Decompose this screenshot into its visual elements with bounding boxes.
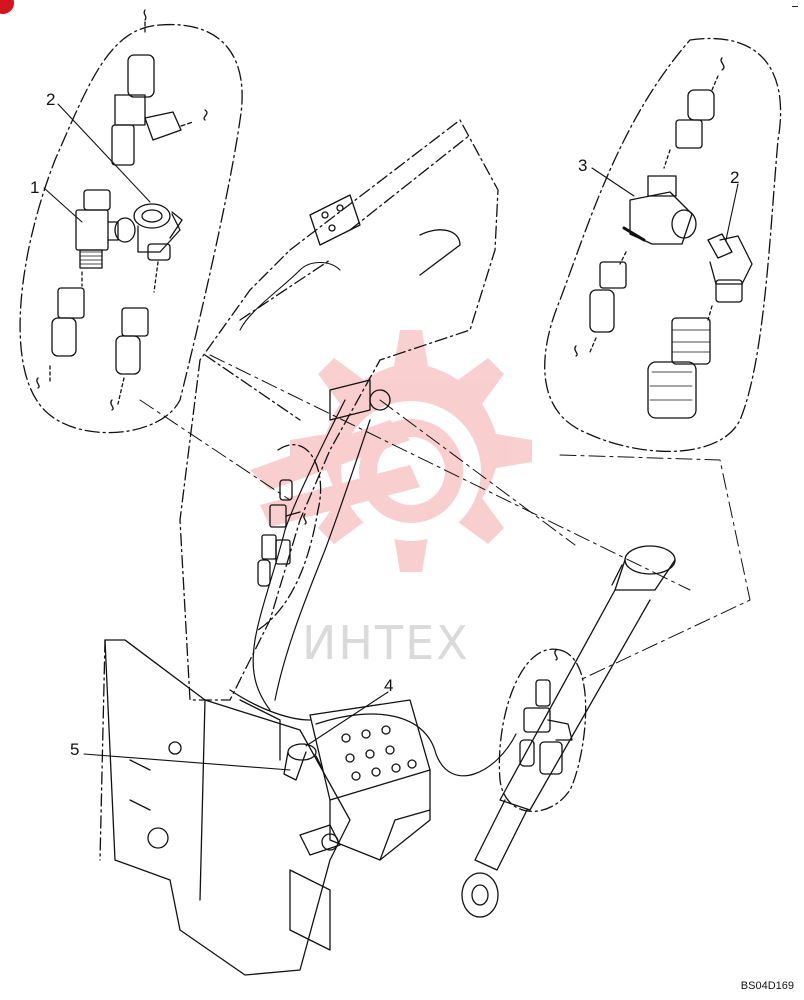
cylinder-fittings	[519, 649, 573, 775]
hydraulic-cylinder	[461, 545, 676, 918]
hose-clamp-4	[283, 743, 323, 781]
left-detail-bubble	[19, 23, 243, 434]
right-detail-bubble	[544, 37, 782, 452]
watermark-gear-icon	[250, 330, 532, 572]
cylinder-detail-bubble	[498, 648, 587, 812]
callout-5: 5	[70, 740, 80, 759]
left-tee-fitting-upper	[111, 9, 208, 166]
callout-2-left: 2	[46, 90, 56, 109]
right-coupler	[647, 317, 711, 419]
callout-4: 4	[384, 676, 394, 695]
machine-frame	[99, 639, 351, 976]
callout-1: 1	[30, 178, 40, 197]
callout-3: 3	[578, 156, 588, 175]
corner-tick	[792, 6, 798, 7]
reference-lines	[139, 354, 751, 681]
arm-bracket	[239, 194, 461, 421]
callout-2-right: 2	[730, 168, 740, 187]
left-lower-hoses	[36, 261, 159, 411]
right-elbow-fitting-2	[707, 233, 753, 321]
drawing-code: BS04D169	[740, 980, 794, 992]
arm-inline-fittings	[257, 444, 322, 631]
hose-run-to-cylinder	[229, 689, 517, 777]
right-left-hose	[574, 251, 627, 357]
leader-lines	[43, 103, 739, 771]
left-elbow-fitting-2	[133, 203, 183, 261]
brand-corner-badge	[0, 0, 14, 14]
left-tee-fitting-1	[75, 189, 136, 269]
right-tee-fitting-3	[622, 57, 725, 245]
watermark-text: ИНТЕХ	[302, 616, 470, 670]
